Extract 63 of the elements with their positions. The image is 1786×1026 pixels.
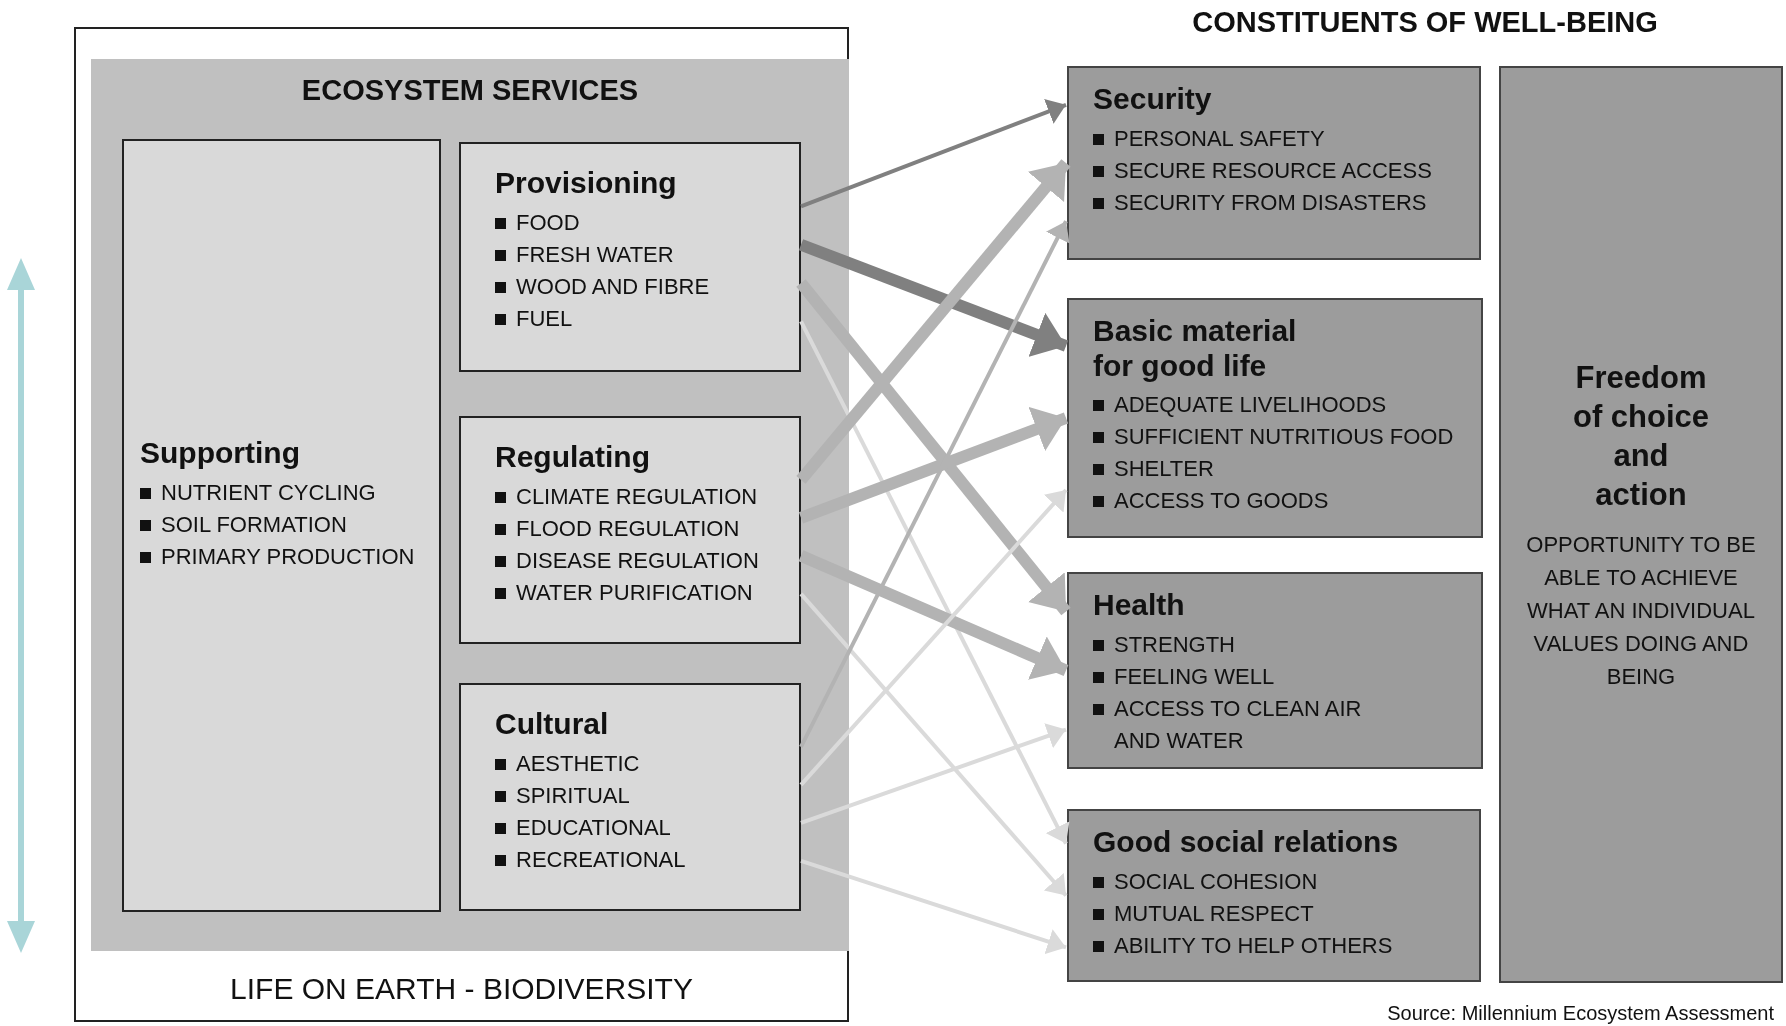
service-box [459, 142, 801, 372]
list-item: FOOD [516, 208, 580, 237]
list-item: SECURITY FROM DISASTERS [1114, 188, 1427, 217]
list-item: SOCIAL COHESION [1114, 867, 1318, 896]
arrow [800, 723, 1067, 825]
list-item: CLIMATE REGULATION [516, 482, 758, 511]
wellbeing-box [1067, 66, 1481, 260]
list-item: SPIRITUAL [516, 781, 630, 810]
arrow [799, 220, 1070, 748]
list-item: SECURE RESOURCE ACCESS [1114, 156, 1432, 185]
service-box [122, 139, 441, 912]
service-box [459, 683, 801, 911]
panel-heading: ECOSYSTEM SERVICES [300, 74, 640, 107]
list-item: NUTRIENT CYCLING [161, 478, 376, 507]
list-item: STRENGTH [1114, 630, 1235, 659]
box-heading: Freedom of choice and action [1571, 359, 1711, 514]
box-heading: Regulating [495, 440, 651, 475]
wellbeing-box [1067, 298, 1483, 538]
arrow [800, 858, 1067, 955]
list-item: AESTHETIC [516, 749, 640, 778]
arrow [796, 279, 1071, 616]
list-item: SUFFICIENT NUTRITIOUS FOOD [1114, 423, 1454, 451]
list-item: PERSONAL SAFETY [1114, 124, 1325, 153]
box-heading: Basic material for good life [1093, 314, 1298, 383]
arrow [799, 592, 1068, 897]
box-heading: Security [1093, 82, 1213, 117]
box-heading: Supporting [140, 436, 301, 471]
box-heading: Health [1093, 588, 1186, 623]
freedom-box [1499, 66, 1783, 983]
list-item: ADEQUATE LIVELIHOODS [1114, 391, 1387, 419]
diagram-title: CONSTITUENTS OF WELL-BEING [1191, 6, 1659, 39]
list-item: SOIL FORMATION [161, 510, 347, 539]
service-box [459, 416, 801, 644]
source-note: Source: Millennium Ecosystem Assessment [1387, 1002, 1774, 1025]
list-item: ACCESS TO GOODS [1114, 487, 1329, 515]
list-item: FEELING WELL [1114, 662, 1275, 691]
list-item: ABILITY TO HELP OTHERS [1114, 931, 1393, 960]
arrow [798, 406, 1069, 524]
box-heading: Provisioning [495, 166, 678, 201]
list-item: FLOOD REGULATION [516, 514, 740, 543]
list-item: DISEASE REGULATION [516, 546, 759, 575]
wellbeing-box [1067, 572, 1483, 769]
box-heading: Cultural [495, 707, 610, 742]
arrow [799, 320, 1070, 845]
list-item: MUTUAL RESPECT [1114, 899, 1314, 928]
arrow [796, 159, 1071, 484]
list-item: FRESH WATER [516, 240, 674, 269]
arrow [798, 239, 1069, 357]
arrow [800, 99, 1067, 209]
list-item: FUEL [516, 304, 573, 333]
list-item: ACCESS TO CLEAN AIR AND WATER [1114, 694, 1363, 755]
frame-label: LIFE ON EARTH - BIODIVERSITY [229, 972, 694, 1006]
description-text: OPPORTUNITY TO BE ABLE TO ACHIEVE WHAT AN INDIVIDUAL VALUES DOING AND BEING [1526, 531, 1756, 691]
list-item: EDUCATIONAL [516, 813, 671, 842]
wellbeing-box [1067, 809, 1481, 982]
box-heading: Good social relations [1093, 825, 1400, 860]
list-item: SHELTER [1114, 455, 1214, 483]
list-item: WATER PURIFICATION [516, 578, 753, 607]
list-item: RECREATIONAL [516, 845, 686, 874]
list-item: WOOD AND FIBRE [516, 272, 710, 301]
arrow [799, 488, 1068, 787]
arrow [798, 550, 1069, 680]
list-item: PRIMARY PRODUCTION [161, 542, 415, 571]
